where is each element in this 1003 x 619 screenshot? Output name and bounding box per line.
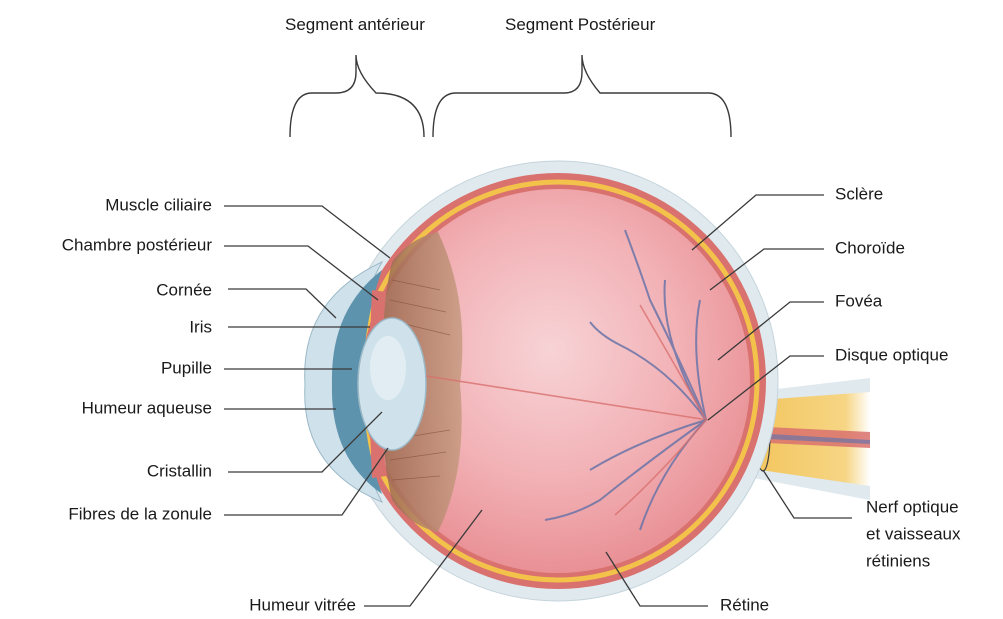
- label-choroide: Choroïde: [835, 238, 905, 257]
- leader-muscle-ciliaire: [224, 206, 390, 258]
- label-sclere: Sclère: [835, 184, 883, 203]
- label-muscle-ciliaire: Muscle ciliaire: [105, 195, 212, 214]
- label-disque-optique: Disque optique: [835, 345, 948, 364]
- segment-anterieur-label: Segment antérieur: [285, 15, 425, 34]
- leader-cornee: [228, 289, 336, 318]
- label-cornee: Cornée: [156, 280, 212, 299]
- label-humeur-aqueuse: Humeur aqueuse: [82, 398, 212, 417]
- label-nerf-optique-line3: rétiniens: [866, 551, 930, 570]
- label-nerf-optique-line2: et vaisseaux: [866, 524, 961, 543]
- label-pupille: Pupille: [161, 358, 212, 377]
- label-nerf-optique-line1: Nerf optique: [866, 497, 959, 516]
- label-cristallin: Cristallin: [147, 461, 212, 480]
- label-retine: Rétine: [720, 595, 769, 614]
- label-humeur-vitree: Humeur vitrée: [249, 595, 356, 614]
- label-chambre-posterieur: Chambre postérieur: [62, 235, 213, 254]
- anterior-segment-brace: [290, 55, 424, 137]
- label-fibres-zonule: Fibres de la zonule: [68, 504, 212, 523]
- segment-posterieur-label: Segment Postérieur: [505, 15, 656, 34]
- lens-highlight: [370, 336, 406, 400]
- label-fovea: Fovéa: [835, 291, 883, 310]
- label-iris: Iris: [189, 317, 212, 336]
- posterior-segment-brace: [433, 55, 731, 137]
